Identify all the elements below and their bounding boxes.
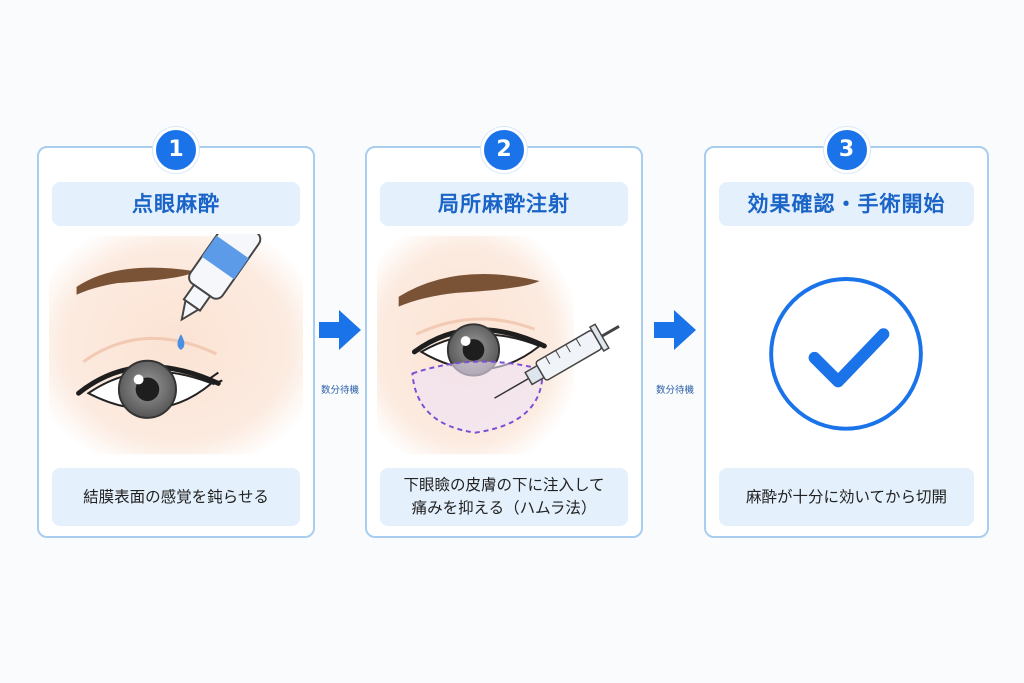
step-description: 麻酔が十分に効いてから切開 [719, 468, 974, 526]
eye-drop-bottle-icon [180, 234, 262, 322]
step-description: 結膜表面の感覚を鈍らせる [52, 468, 300, 526]
check-circle-icon [769, 277, 923, 431]
wait-label: 数分待機 [655, 385, 694, 396]
step-description: 下眼瞼の皮膚の下に注入して 痛みを抑える（ハムラ法） [380, 468, 628, 526]
eye-drop-illustration [49, 234, 303, 456]
wait-label: 数分待機 [320, 385, 359, 396]
check-illustration [716, 234, 977, 456]
step-number-badge: 2 [481, 127, 527, 173]
step-number-badge: 3 [823, 127, 870, 173]
wait-arrow-2: 数分待機 [650, 308, 700, 398]
wait-arrow-1: 数分待機 [315, 308, 365, 398]
step-card-2: 2 局所麻酔注射 [365, 127, 643, 538]
step-title: 局所麻酔注射 [380, 182, 628, 226]
step-card-3: 3 効果確認・手術開始 麻酔が十分に効いてから切開 [704, 127, 989, 538]
right-arrow-icon [319, 310, 361, 350]
step-title: 点眼麻酔 [52, 182, 300, 226]
step-number-badge: 1 [153, 127, 199, 173]
right-arrow-icon [654, 310, 696, 350]
injection-illustration [377, 234, 631, 456]
syringe-icon [494, 323, 620, 399]
step-title: 効果確認・手術開始 [719, 182, 974, 226]
step-card-1: 1 点眼麻酔 [37, 127, 315, 538]
